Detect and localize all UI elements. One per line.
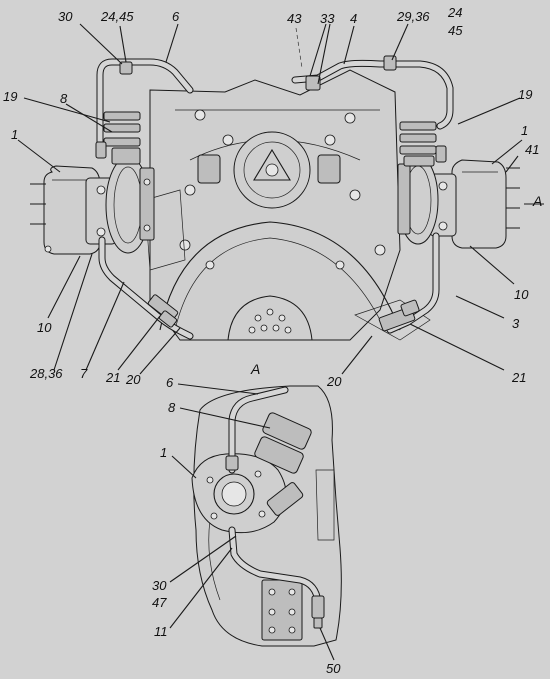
callout-47: 47: [152, 595, 167, 610]
callout-10-right: 10: [514, 287, 529, 302]
callout-6-top: 6: [172, 9, 180, 24]
callout-7: 7: [80, 366, 88, 381]
detail-view-a: [169, 383, 342, 661]
callout-41: 41: [525, 142, 539, 157]
callout-1-right: 1: [521, 123, 528, 138]
callout-19-right: 19: [518, 87, 532, 102]
callout-21-right: 21: [511, 370, 526, 385]
callout-28-36: 28,36: [29, 366, 63, 381]
callout-20-left: 20: [125, 372, 141, 387]
callout-1-view: 1: [160, 445, 167, 460]
callout-11: 11: [154, 624, 168, 639]
callout-33: 33: [320, 11, 335, 26]
oil-pipes-upper: [95, 55, 454, 340]
callout-45-right: 45: [448, 23, 463, 38]
leader-lines-upper: [17, 23, 544, 375]
callout-10-left: 10: [37, 320, 52, 335]
callout-8-top: 8: [60, 91, 68, 106]
turbocharger-right: [397, 121, 520, 249]
callout-20-right: 20: [326, 374, 342, 389]
callout-6-view: 6: [166, 375, 174, 390]
callout-3: 3: [512, 316, 520, 331]
callout-30-view: 30: [152, 578, 167, 593]
callout-50: 50: [326, 661, 341, 676]
view-label-a: A: [250, 361, 260, 377]
callout-30: 30: [58, 9, 73, 24]
callout-labels: 30 24,45 6 43 33 4 29,36 24 45 19 8 19 1…: [3, 5, 542, 676]
callout-24-45-left: 24,45: [100, 9, 134, 24]
callout-24-right: 24: [447, 5, 462, 20]
callout-43: 43: [287, 11, 302, 26]
callout-21-left: 21: [105, 370, 120, 385]
callout-29-36: 29,36: [396, 9, 430, 24]
callout-8-view: 8: [168, 400, 176, 415]
callout-4: 4: [350, 11, 357, 26]
callout-19-left: 19: [3, 89, 17, 104]
callout-1-left: 1: [11, 127, 18, 142]
engine-front-cover: [144, 69, 431, 341]
turbocharger-left: [30, 111, 155, 255]
view-marker-a: A: [532, 193, 542, 209]
